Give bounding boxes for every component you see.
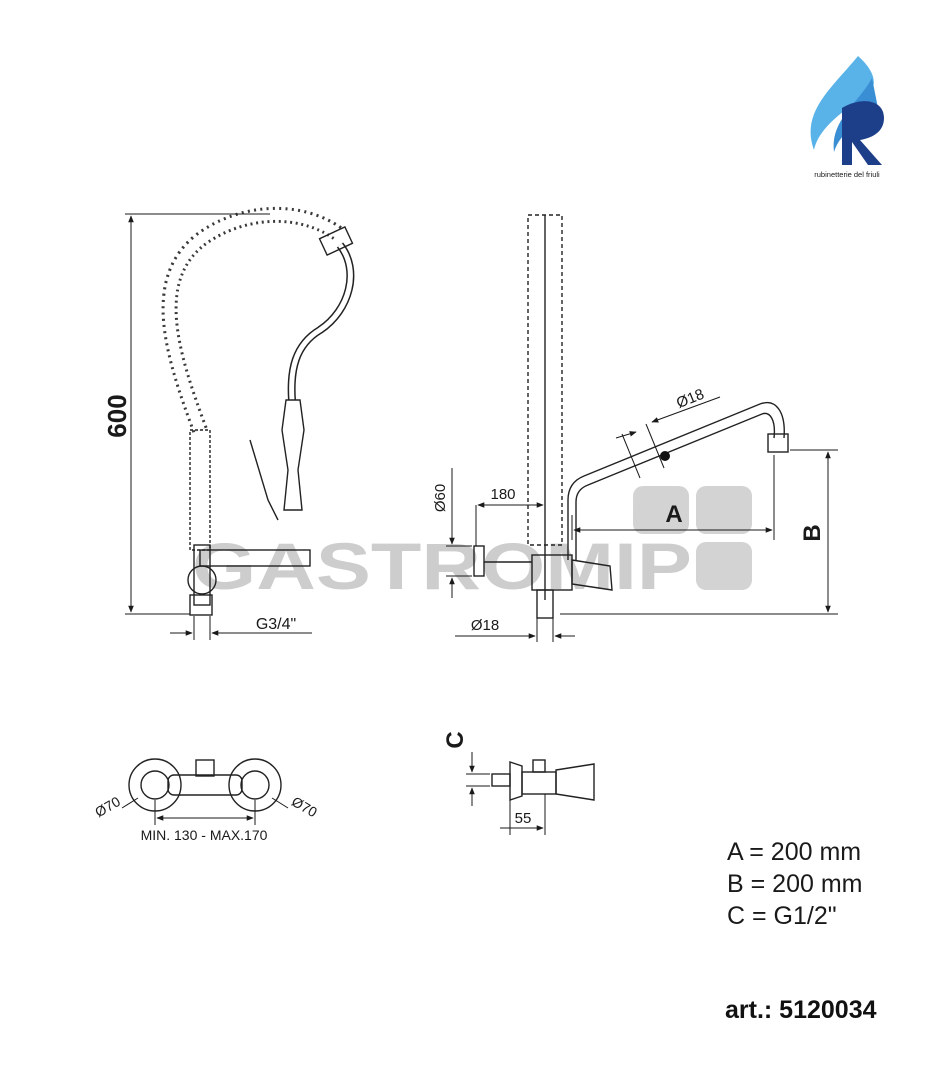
inlet-diameter-label: Ø18 [471, 617, 499, 634]
spout-diameter-ext-2 [645, 423, 665, 469]
left-flange-leader [121, 797, 139, 809]
spec-dimension-c: C = G1/2" [727, 902, 837, 930]
spout-diameter-arrow-1 [615, 431, 637, 439]
front-view [161, 206, 355, 616]
article-number: art.: 5120034 [725, 996, 877, 1024]
left-flange-inner [140, 770, 170, 800]
spray-lever [249, 439, 279, 521]
watermark-tile-3 [696, 542, 752, 590]
front-crossbar [199, 549, 311, 567]
top-body [167, 774, 243, 796]
front-column [193, 544, 211, 606]
center-distance-label: MIN. 130 - MAX.170 [141, 827, 268, 843]
front-dimensions [125, 213, 312, 640]
side-dimensions [446, 396, 838, 642]
spout-pipe [567, 401, 785, 560]
valve-inlet [491, 773, 511, 787]
brand-logo: rubinetterie del friuli [810, 56, 884, 179]
logo-wave-light [810, 56, 874, 150]
right-flange-inner [240, 770, 270, 800]
dim-a-label: A [665, 501, 682, 528]
spec-dimension-b: B = 200 mm [727, 870, 863, 898]
dim-b-label: B [799, 524, 826, 541]
side-flange [473, 545, 485, 577]
spout-aerator [767, 433, 789, 453]
offset-label: 180 [490, 486, 515, 503]
valve-body [521, 771, 557, 795]
front-flange [187, 565, 217, 595]
right-flange-label: Ø70 [289, 793, 320, 820]
spec-dimension-a: A = 200 mm [727, 838, 862, 866]
logo-letter-r [842, 101, 884, 165]
left-flange-label: Ø70 [92, 793, 123, 820]
valve-flange [509, 761, 523, 801]
valve-dimensions [466, 752, 546, 835]
spout-center-mark [660, 451, 670, 461]
top-outlet [195, 759, 215, 777]
watermark-tile-1 [633, 486, 689, 534]
right-flange-leader [271, 797, 289, 809]
connection-label: G3/4" [256, 616, 296, 633]
valve-view [491, 759, 595, 801]
side-inlet [536, 589, 554, 619]
side-valve-handle [571, 559, 613, 591]
spray-nozzle [318, 225, 354, 257]
hose-front [287, 242, 355, 401]
side-view [473, 214, 789, 619]
watermark-tile-2 [696, 486, 752, 534]
depth-label: 55 [515, 810, 532, 827]
valve-knob [555, 763, 595, 801]
brand-tagline: rubinetterie del friuli [814, 170, 880, 179]
spray-handle [281, 399, 305, 511]
top-view [128, 758, 282, 812]
spout-pipe-inner [575, 412, 776, 560]
spout-diameter-ext-1 [621, 433, 641, 479]
height-label: 600 [102, 394, 132, 437]
specifications: A = 200 mm B = 200 mm C = G1/2" [727, 836, 862, 932]
top-dimensions [121, 797, 289, 825]
spring-coil-front-inner [164, 209, 343, 432]
spout-diameter-arrow-2 [651, 396, 721, 423]
dim-c-label: C [442, 731, 469, 748]
valve-stem [532, 759, 546, 773]
flange-diameter-label: Ø60 [432, 484, 449, 512]
hose-front-inner [289, 243, 353, 401]
front-inlet [189, 594, 213, 616]
